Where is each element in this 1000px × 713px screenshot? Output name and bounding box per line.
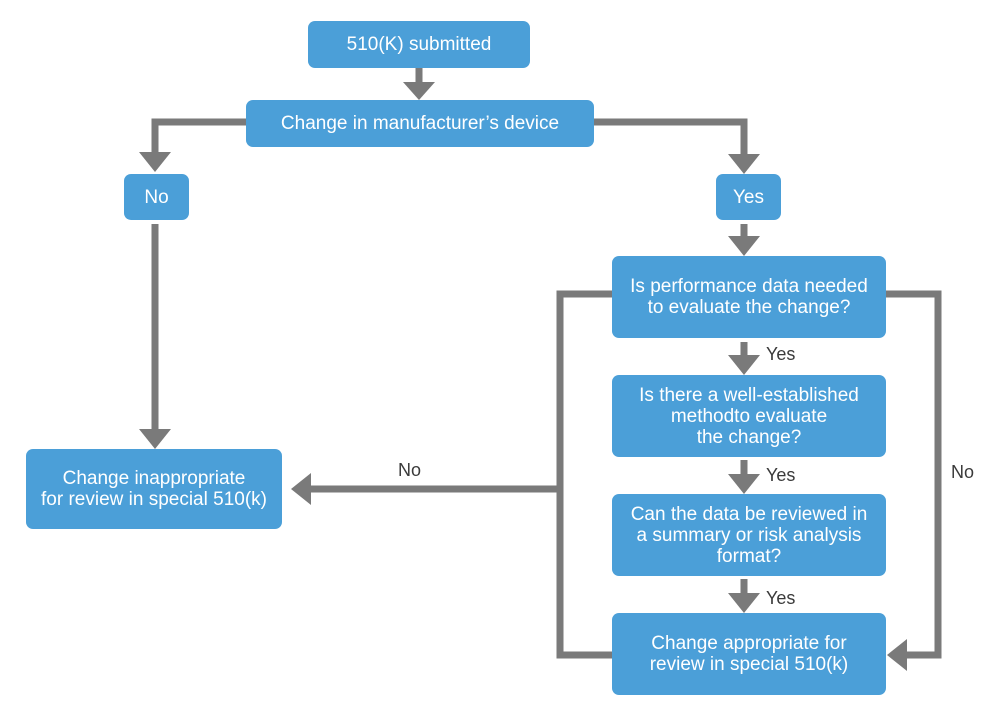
arrowhead-yes <box>728 154 760 174</box>
edge-label-left-no: No <box>398 460 422 480</box>
arrowhead-q3 <box>728 474 760 494</box>
node-change-inappropriate: Change inappropriate for review in speci… <box>26 449 282 529</box>
arrowhead-right-no <box>887 639 907 671</box>
arrowhead-no <box>139 152 171 172</box>
node-change-appropriate: Change appropriate for review in special… <box>612 613 886 695</box>
connector-right-no <box>886 290 942 659</box>
connector-change-no <box>151 118 246 153</box>
connector-change-yes <box>594 118 748 155</box>
arrowhead-q2 <box>728 355 760 375</box>
node-performance-data-question: Is performance data needed to evaluate t… <box>612 256 886 338</box>
edge-label-q1-q2: Yes <box>766 344 796 364</box>
edge-label-right-no: No <box>951 462 975 482</box>
connector-left-loop <box>556 290 612 659</box>
arrowhead-change <box>403 82 435 100</box>
edge-label-q2-q3: Yes <box>766 465 796 485</box>
node-established-method-question: Is there a well-established methodto eva… <box>612 375 886 457</box>
node-yes: Yes <box>716 174 781 220</box>
node-summary-format-question: Can the data be reviewed in a summary or… <box>612 494 886 576</box>
arrowhead-appropriate <box>728 593 760 613</box>
arrowhead-inappropriate <box>139 429 171 449</box>
node-no: No <box>124 174 189 220</box>
node-change-in-device: Change in manufacturer’s device <box>246 100 594 147</box>
arrowhead-q1 <box>728 236 760 256</box>
arrowhead-left-no <box>291 473 311 505</box>
edge-label-q3-appropriate: Yes <box>766 588 796 608</box>
node-510k-submitted: 510(K) submitted <box>308 21 530 68</box>
